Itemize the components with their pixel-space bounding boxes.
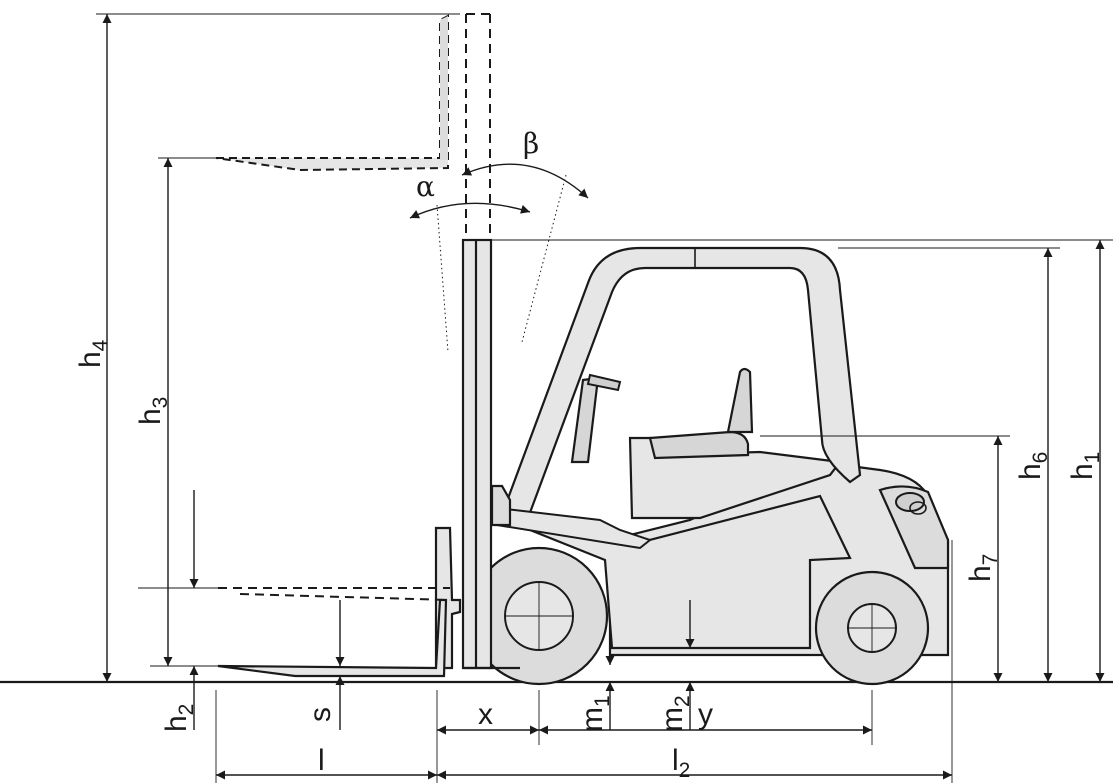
labels: h4 h3 h2 s m1 m2 h7 h6 h1 x y l l2 α β (74, 127, 1104, 782)
fork-lowered (217, 598, 448, 678)
dim-alpha (409, 202, 531, 219)
label-l2: l2 (672, 744, 690, 782)
label-m1: m1 (576, 695, 614, 732)
fork-raised (215, 14, 449, 172)
steering-wheel (586, 373, 622, 392)
forklift (215, 13, 950, 686)
label-h3: h3 (134, 397, 172, 425)
fork-raised-upright (440, 16, 448, 160)
label-s: s (304, 707, 337, 722)
lift-cylinder (490, 484, 512, 527)
label-h6: h6 (1014, 452, 1052, 480)
overhead-guard (498, 246, 862, 522)
label-h7: h7 (964, 554, 1002, 582)
mast-extended (465, 13, 491, 240)
tail-light (895, 492, 925, 512)
dim-beta (461, 163, 589, 199)
tail-light-inner (909, 501, 927, 515)
label-x: x (478, 698, 493, 731)
seat-back (726, 367, 754, 434)
label-h4: h4 (74, 339, 112, 368)
fork-mid-position (218, 587, 451, 601)
label-h2: h2 (160, 704, 198, 732)
label-beta: β (523, 127, 539, 160)
label-m2: m2 (656, 695, 694, 732)
tilt-forward-line (436, 204, 449, 353)
label-h1: h1 (1066, 452, 1104, 480)
label-alpha: α (416, 170, 435, 203)
seat-cushion (648, 430, 750, 460)
label-l: l (318, 744, 325, 777)
tilt-back-line (521, 174, 567, 343)
label-y: y (698, 698, 713, 731)
dimensions (96, 13, 1113, 783)
